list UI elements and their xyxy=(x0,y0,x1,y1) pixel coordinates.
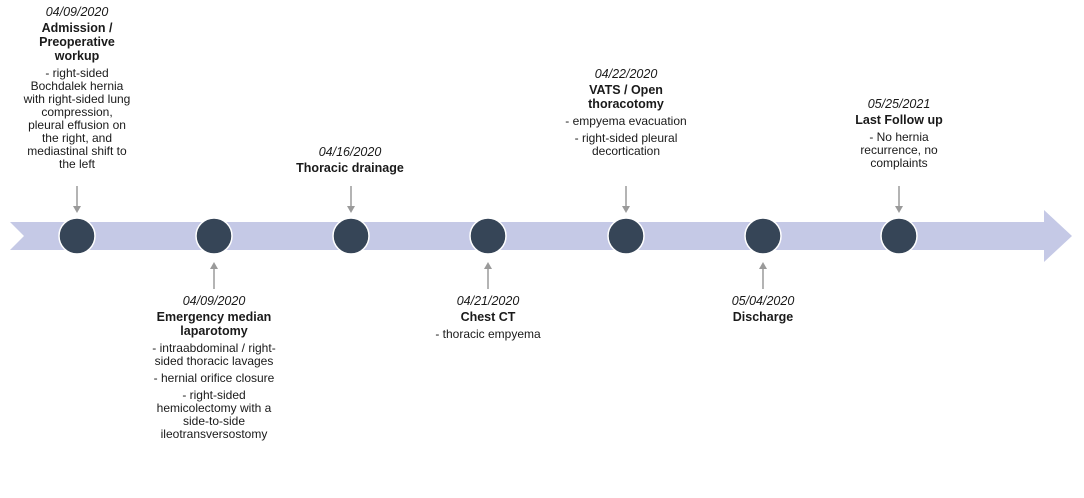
event-title: VATS / Open thoracotomy xyxy=(588,83,664,111)
event-date: 05/04/2020 xyxy=(731,294,795,308)
timeline-arrow xyxy=(10,210,1072,262)
event-date: 04/21/2020 xyxy=(456,294,520,308)
event-date: 04/22/2020 xyxy=(594,67,658,81)
event-date: 04/09/2020 xyxy=(182,294,246,308)
event-detail: - right-sided pleural decortication xyxy=(574,131,678,158)
event-admission: 04/09/2020 Admission / Preoperative work… xyxy=(22,6,132,171)
event-date: 04/16/2020 xyxy=(318,145,382,159)
timeline-node xyxy=(58,217,96,255)
timeline-node xyxy=(744,217,782,255)
connector-arrowhead xyxy=(484,262,492,269)
event-title: Thoracic drainage xyxy=(296,161,404,175)
connector-arrowhead xyxy=(895,206,903,213)
event-detail: - right-sided Bochdalek hernia with righ… xyxy=(23,66,131,171)
event-date: 05/25/2021 xyxy=(867,97,931,111)
event-title: Last Follow up xyxy=(855,113,943,127)
connector-arrowhead xyxy=(622,206,630,213)
event-detail: - thoracic empyema xyxy=(435,327,541,341)
event-title: Emergency median laparotomy xyxy=(156,310,272,338)
timeline-node xyxy=(607,217,645,255)
connector-arrowhead xyxy=(73,206,81,213)
event-detail: - No hernia recurrence, no complaints xyxy=(860,130,938,170)
timeline-node xyxy=(332,217,370,255)
event-laparotomy: 04/09/2020 Emergency median laparotomy -… xyxy=(152,295,276,441)
event-vats: 04/22/2020 VATS / Open thoracotomy - emp… xyxy=(556,68,696,158)
event-detail: - right-sided hemicolectomy with a side-… xyxy=(156,388,272,441)
event-detail: - intraabdominal / right-sided thoracic … xyxy=(152,341,276,368)
event-title: Discharge xyxy=(732,310,794,324)
connector-arrowhead xyxy=(347,206,355,213)
event-detail: - empyema evacuation xyxy=(565,114,687,128)
event-last-follow-up: 05/25/2021 Last Follow up - No hernia re… xyxy=(839,98,959,170)
timeline-node xyxy=(195,217,233,255)
event-thoracic-drainage: 04/16/2020 Thoracic drainage xyxy=(285,146,415,179)
event-title: Admission / Preoperative workup xyxy=(39,21,115,63)
event-chest-ct: 04/21/2020 Chest CT - thoracic empyema xyxy=(418,295,558,341)
timeline-node xyxy=(880,217,918,255)
event-detail: - hernial orifice closure xyxy=(153,371,275,385)
event-discharge: 05/04/2020 Discharge xyxy=(703,295,823,328)
connector-arrowhead xyxy=(210,262,218,269)
timeline-node xyxy=(469,217,507,255)
event-title: Chest CT xyxy=(460,310,516,324)
event-date: 04/09/2020 xyxy=(45,5,109,19)
connector-arrowhead xyxy=(759,262,767,269)
